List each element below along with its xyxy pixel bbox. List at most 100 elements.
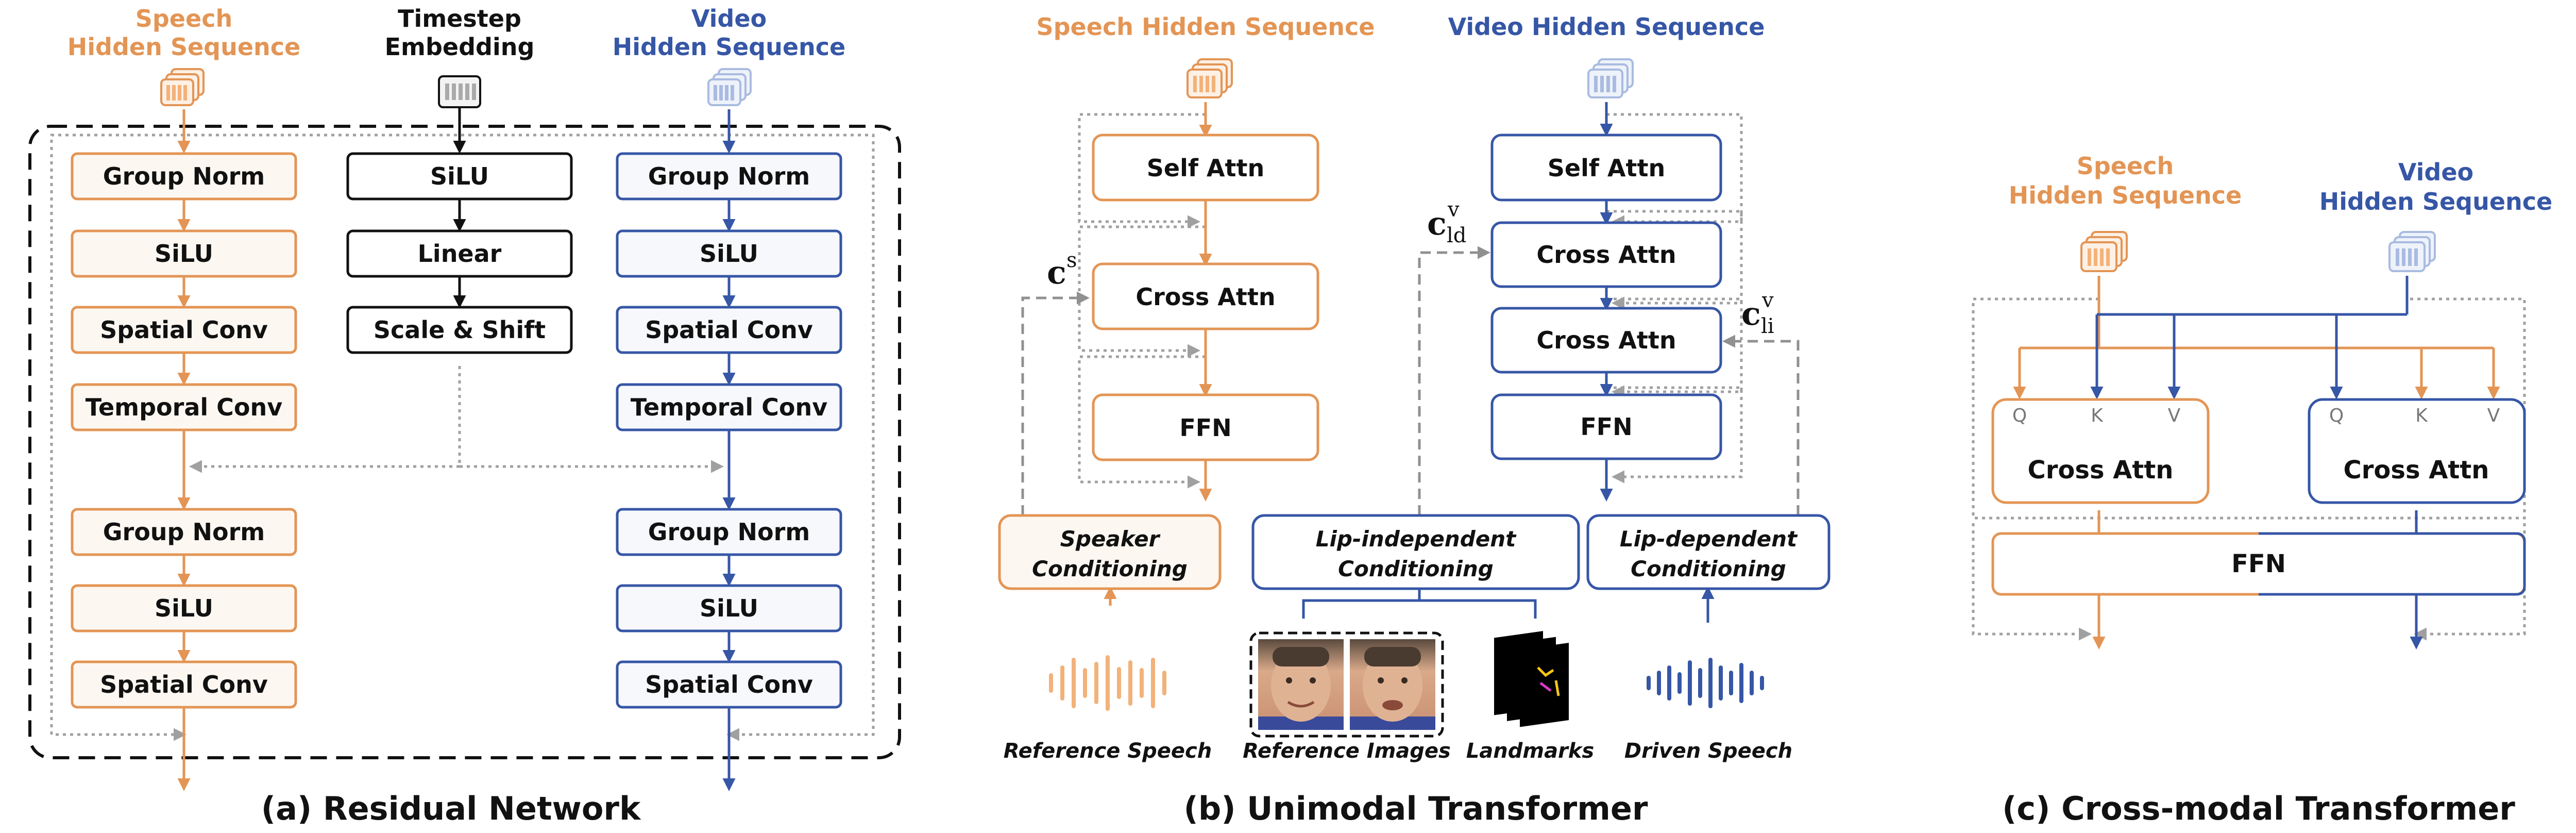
res-time-block-1: SiLU [346,152,573,201]
symbol-c-li-base: c [1741,295,1761,332]
unimodal-transformer-panel: Speech Hidden Sequence Video Hidden Sequ… [998,13,1831,827]
speaker-conditioning-line-2: Conditioning [1032,556,1188,581]
speaker-conditioning-box: Speaker Conditioning [998,514,1222,590]
res-speech-block-4: Temporal Conv [71,383,297,431]
res-time-block-2: Linear [346,229,573,278]
cm-speech-v: V [2168,405,2181,426]
symbol-c-li-sub: li [1761,314,1774,338]
res-time-block-2-label: Linear [418,240,502,268]
cm-video-v: V [2487,405,2500,426]
uni-speech-self-attn: Self Attn [1092,134,1319,202]
res-speech-label-1: Speech [135,5,232,32]
res-video-block-4: Temporal Conv [616,383,842,431]
res-time-block-3-label: Scale & Shift [374,316,546,344]
res-speech-block-4-label: Temporal Conv [86,393,283,421]
cm-video-sequence-icon [2388,231,2436,272]
cm-speech-cross-attn-label: Cross Attn [2028,456,2174,485]
res-video-block-1: Group Norm [616,152,842,201]
res-speech-block-1: Group Norm [71,152,297,201]
lip-dependent-line-2: Conditioning [1631,556,1786,581]
res-timestep-label-2: Embedding [385,33,535,61]
label-reference-speech: Reference Speech [1004,739,1212,763]
uni-video-ffn-label: FFN [1580,413,1632,441]
res-speech-label-2: Hidden Sequence [67,33,301,61]
res-video-block-5-label: Group Norm [648,518,810,546]
res-time-block-3: Scale & Shift [346,306,573,354]
driven-speech-waveform-icon [1647,658,1764,708]
res-speech-block-7: Spatial Conv [71,660,297,709]
res-timestep-label-1: Timestep [398,5,521,32]
symbol-c-ld-base: c [1427,205,1447,242]
res-speech-block-7-label: Spatial Conv [100,671,268,698]
uni-video-sequence-icon [1587,58,1634,98]
speaker-conditioning-line-1: Speaker [1060,526,1161,552]
lip-independent-line-2: Conditioning [1338,556,1494,581]
cm-video-k: K [2415,405,2428,426]
timestep-embedding-icon [438,75,481,108]
residual-dashed-container [28,125,901,759]
res-speech-block-3: Spatial Conv [71,306,297,354]
lip-dependent-conditioning-box: Lip-dependent Conditioning [1586,514,1831,590]
res-speech-block-1-label: Group Norm [103,162,265,190]
res-video-block-6-label: SiLU [700,594,758,622]
uni-speech-ffn-label: FFN [1179,414,1231,442]
cm-speech-k: K [2091,405,2104,426]
symbol-c-s-base: c [1047,254,1066,291]
cm-ffn-label: FFN [2231,549,2286,578]
cm-ffn: FFN [1991,532,2526,596]
cm-video-cross-attn: Q K V Cross Attn [2308,398,2526,504]
uni-speech-cross-attn-label: Cross Attn [1136,283,1275,311]
uni-video-self-attn-label: Self Attn [1548,154,1665,182]
landmarks-icon [1494,631,1569,727]
reference-speech-waveform-icon [1049,655,1166,711]
cm-speech-label-1: Speech [2077,152,2174,180]
res-speech-block-6: SiLU [71,584,297,632]
res-time-block-1-label: SiLU [430,162,489,190]
unimodal-caption: (b) Unimodal Transformer [1184,790,1648,827]
lip-independent-brace [1302,589,1537,619]
uni-video-cross-attn-1: Cross Attn [1490,221,1722,288]
res-speech-block-5: Group Norm [71,508,297,556]
reference-face-image-1 [1258,639,1344,730]
symbol-c-li: c v li [1741,289,1774,338]
uni-video-ffn: FFN [1490,393,1722,460]
symbol-c-s-sup: s [1066,248,1077,272]
symbol-c-ld: c v ld [1427,198,1466,247]
uni-speech-title: Speech Hidden Sequence [1037,13,1375,41]
res-video-label-2: Hidden Sequence [613,33,846,61]
label-landmarks: Landmarks [1466,739,1594,763]
speech-sequence-icon [160,68,205,106]
res-video-block-5: Group Norm [616,508,842,556]
res-speech-block-5-label: Group Norm [103,518,265,546]
label-reference-images: Reference Images [1243,739,1451,763]
uni-speech-sequence-icon [1187,58,1233,98]
lip-independent-line-1: Lip-independent [1316,526,1517,552]
uni-video-title: Video Hidden Sequence [1448,13,1765,41]
cm-speech-q: Q [2012,405,2027,426]
label-driven-speech: Driven Speech [1624,739,1792,763]
res-video-block-4-label: Temporal Conv [631,393,828,421]
res-video-block-3: Spatial Conv [616,306,842,354]
cm-speech-label-2: Hidden Sequence [2009,181,2242,209]
symbol-c-ld-sup: v [1447,198,1460,222]
symbol-c-ld-sub: ld [1447,224,1466,247]
uni-speech-ffn: FFN [1092,393,1319,461]
res-speech-block-3-label: Spatial Conv [100,316,268,344]
cm-video-q: Q [2329,405,2344,426]
uni-video-cross-attn-2: Cross Attn [1490,307,1722,374]
cm-video-label-2: Hidden Sequence [2319,188,2553,215]
uni-speech-cross-attn: Cross Attn [1092,262,1319,330]
cm-video-cross-attn-label: Cross Attn [2344,456,2489,485]
res-video-block-2-label: SiLU [700,240,758,268]
cm-speech-sequence-icon [2080,231,2128,272]
res-video-block-3-label: Spatial Conv [645,316,813,344]
res-speech-block-6-label: SiLU [155,594,213,622]
res-video-block-7: Spatial Conv [616,660,842,709]
residual-caption: (a) Residual Network [261,790,641,827]
res-video-block-1-label: Group Norm [648,162,810,190]
crossmodal-transformer-panel: Speech Hidden Sequence Video Hidden Sequ… [1972,152,2553,827]
lip-dependent-line-1: Lip-dependent [1620,526,1798,552]
res-video-block-6: SiLU [616,584,842,632]
residual-network-panel: Speech Hidden Sequence Timestep Embeddin… [28,5,901,827]
